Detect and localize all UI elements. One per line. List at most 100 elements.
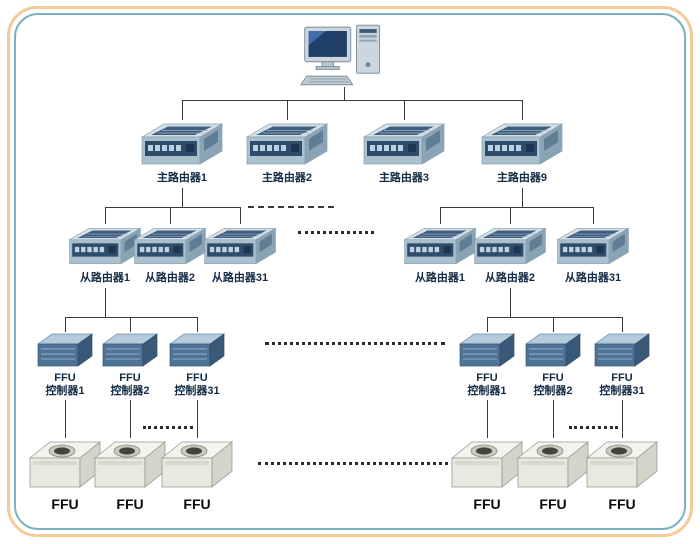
ffu-controller-left-2 [100,331,160,369]
connector-line [622,317,623,332]
controller-label-line2: 控制器31 [174,385,220,397]
connector-line [197,400,198,438]
ffu-controller-right-1 [457,331,517,369]
connector-ctrl-bus-left [65,317,198,318]
router-icon [360,120,448,168]
connector-line [170,207,171,224]
slave-router-right-2-label: 从路由器2 [484,272,536,284]
connector-main-bus [182,100,523,101]
ffu-unit-left-31-label: FFU [183,496,211,512]
ellipsis-dots-right [569,426,618,429]
controller-icon [167,331,227,369]
connector-line [287,100,288,120]
slave-router-right-31 [554,224,632,268]
ffu-controller-left-1 [35,331,95,369]
ffu-unit-left-2-label: FFU [116,496,144,512]
ffu-icon [160,437,234,491]
ffu-unit-right-1 [450,437,524,491]
controller-label-line2: 控制器1 [45,385,85,397]
connector-line [510,207,511,224]
frame-outer [7,6,693,537]
ffu-controller-right-31 [592,331,652,369]
controller-label-line1: FFU [611,372,633,384]
controller-icon [457,331,517,369]
connector-slave-bus-left [105,207,241,208]
ffu-unit-left-31 [160,437,234,491]
slave-router-left-31 [201,224,279,268]
controller-label-line1: FFU [186,372,208,384]
ffu-icon [450,437,524,491]
controller-icon [35,331,95,369]
controller-label-line2: 控制器1 [467,385,507,397]
ellipsis-dots-slave-row [298,231,374,234]
connector-line [553,400,554,438]
ffu-controller-left-2-label: FFU 控制器2 [98,372,162,398]
ffu-controller-right-1-label: FFU 控制器1 [455,372,519,398]
router-icon [138,120,226,168]
controller-label-line2: 控制器2 [533,385,573,397]
slave-router-right-1 [401,224,479,268]
connector-line [197,317,198,332]
connector-dashed-continuation [248,206,334,208]
connector-line [522,100,523,120]
slave-router-left-2 [131,224,209,268]
main-router-1 [138,120,226,168]
controller-label-line2: 控制器2 [110,385,150,397]
main-router-3-label: 主路由器3 [378,172,430,184]
connector-line [130,400,131,438]
ffu-controller-right-31-label: FFU 控制器31 [590,372,654,398]
connector-line [182,100,183,120]
connector-line [182,188,183,207]
slave-router-left-31-label: 从路由器31 [211,272,269,284]
connector-line [487,400,488,438]
connector-line [440,207,441,224]
ffu-controller-left-31 [167,331,227,369]
ffu-controller-left-1-label: FFU 控制器1 [33,372,97,398]
slave-router-right-1-label: 从路由器1 [414,272,466,284]
router-icon [131,224,209,268]
frame-inner [14,13,686,530]
ffu-controller-left-31-label: FFU 控制器31 [165,372,229,398]
slave-router-right-2 [471,224,549,268]
ffu-unit-left-1 [28,437,102,491]
computer-icon [297,22,393,88]
ffu-unit-right-2 [516,437,590,491]
controller-label-line1: FFU [476,372,498,384]
ffu-unit-right-2-label: FFU [539,496,567,512]
connector-slave-bus-right [440,207,594,208]
router-icon [401,224,479,268]
router-icon [471,224,549,268]
main-router-9-label: 主路由器9 [496,172,548,184]
router-icon [243,120,331,168]
main-router-3 [360,120,448,168]
ffu-icon [28,437,102,491]
controller-icon [592,331,652,369]
controller-label-line1: FFU [542,372,564,384]
main-router-1-label: 主路由器1 [156,172,208,184]
connector-line [553,317,554,332]
ffu-icon [93,437,167,491]
controller-icon [100,331,160,369]
connector-line [622,400,623,438]
connector-ctrl-bus-right [487,317,623,318]
ffu-unit-left-1-label: FFU [51,496,79,512]
ellipsis-dots-left [143,426,193,429]
connector-line [487,317,488,332]
main-router-9 [478,120,566,168]
connector-line [105,207,106,224]
slave-router-left-1-label: 从路由器1 [79,272,131,284]
host-computer [297,22,393,88]
router-icon [478,120,566,168]
connector-line [65,400,66,438]
router-icon [201,224,279,268]
ffu-icon [585,437,659,491]
connector-line [65,317,66,332]
ffu-unit-right-31-label: FFU [608,496,636,512]
slave-router-left-2-label: 从路由器2 [144,272,196,284]
ffu-unit-right-31 [585,437,659,491]
controller-label-line1: FFU [119,372,141,384]
ffu-icon [516,437,590,491]
controller-label-line1: FFU [54,372,76,384]
ffu-unit-left-2 [93,437,167,491]
